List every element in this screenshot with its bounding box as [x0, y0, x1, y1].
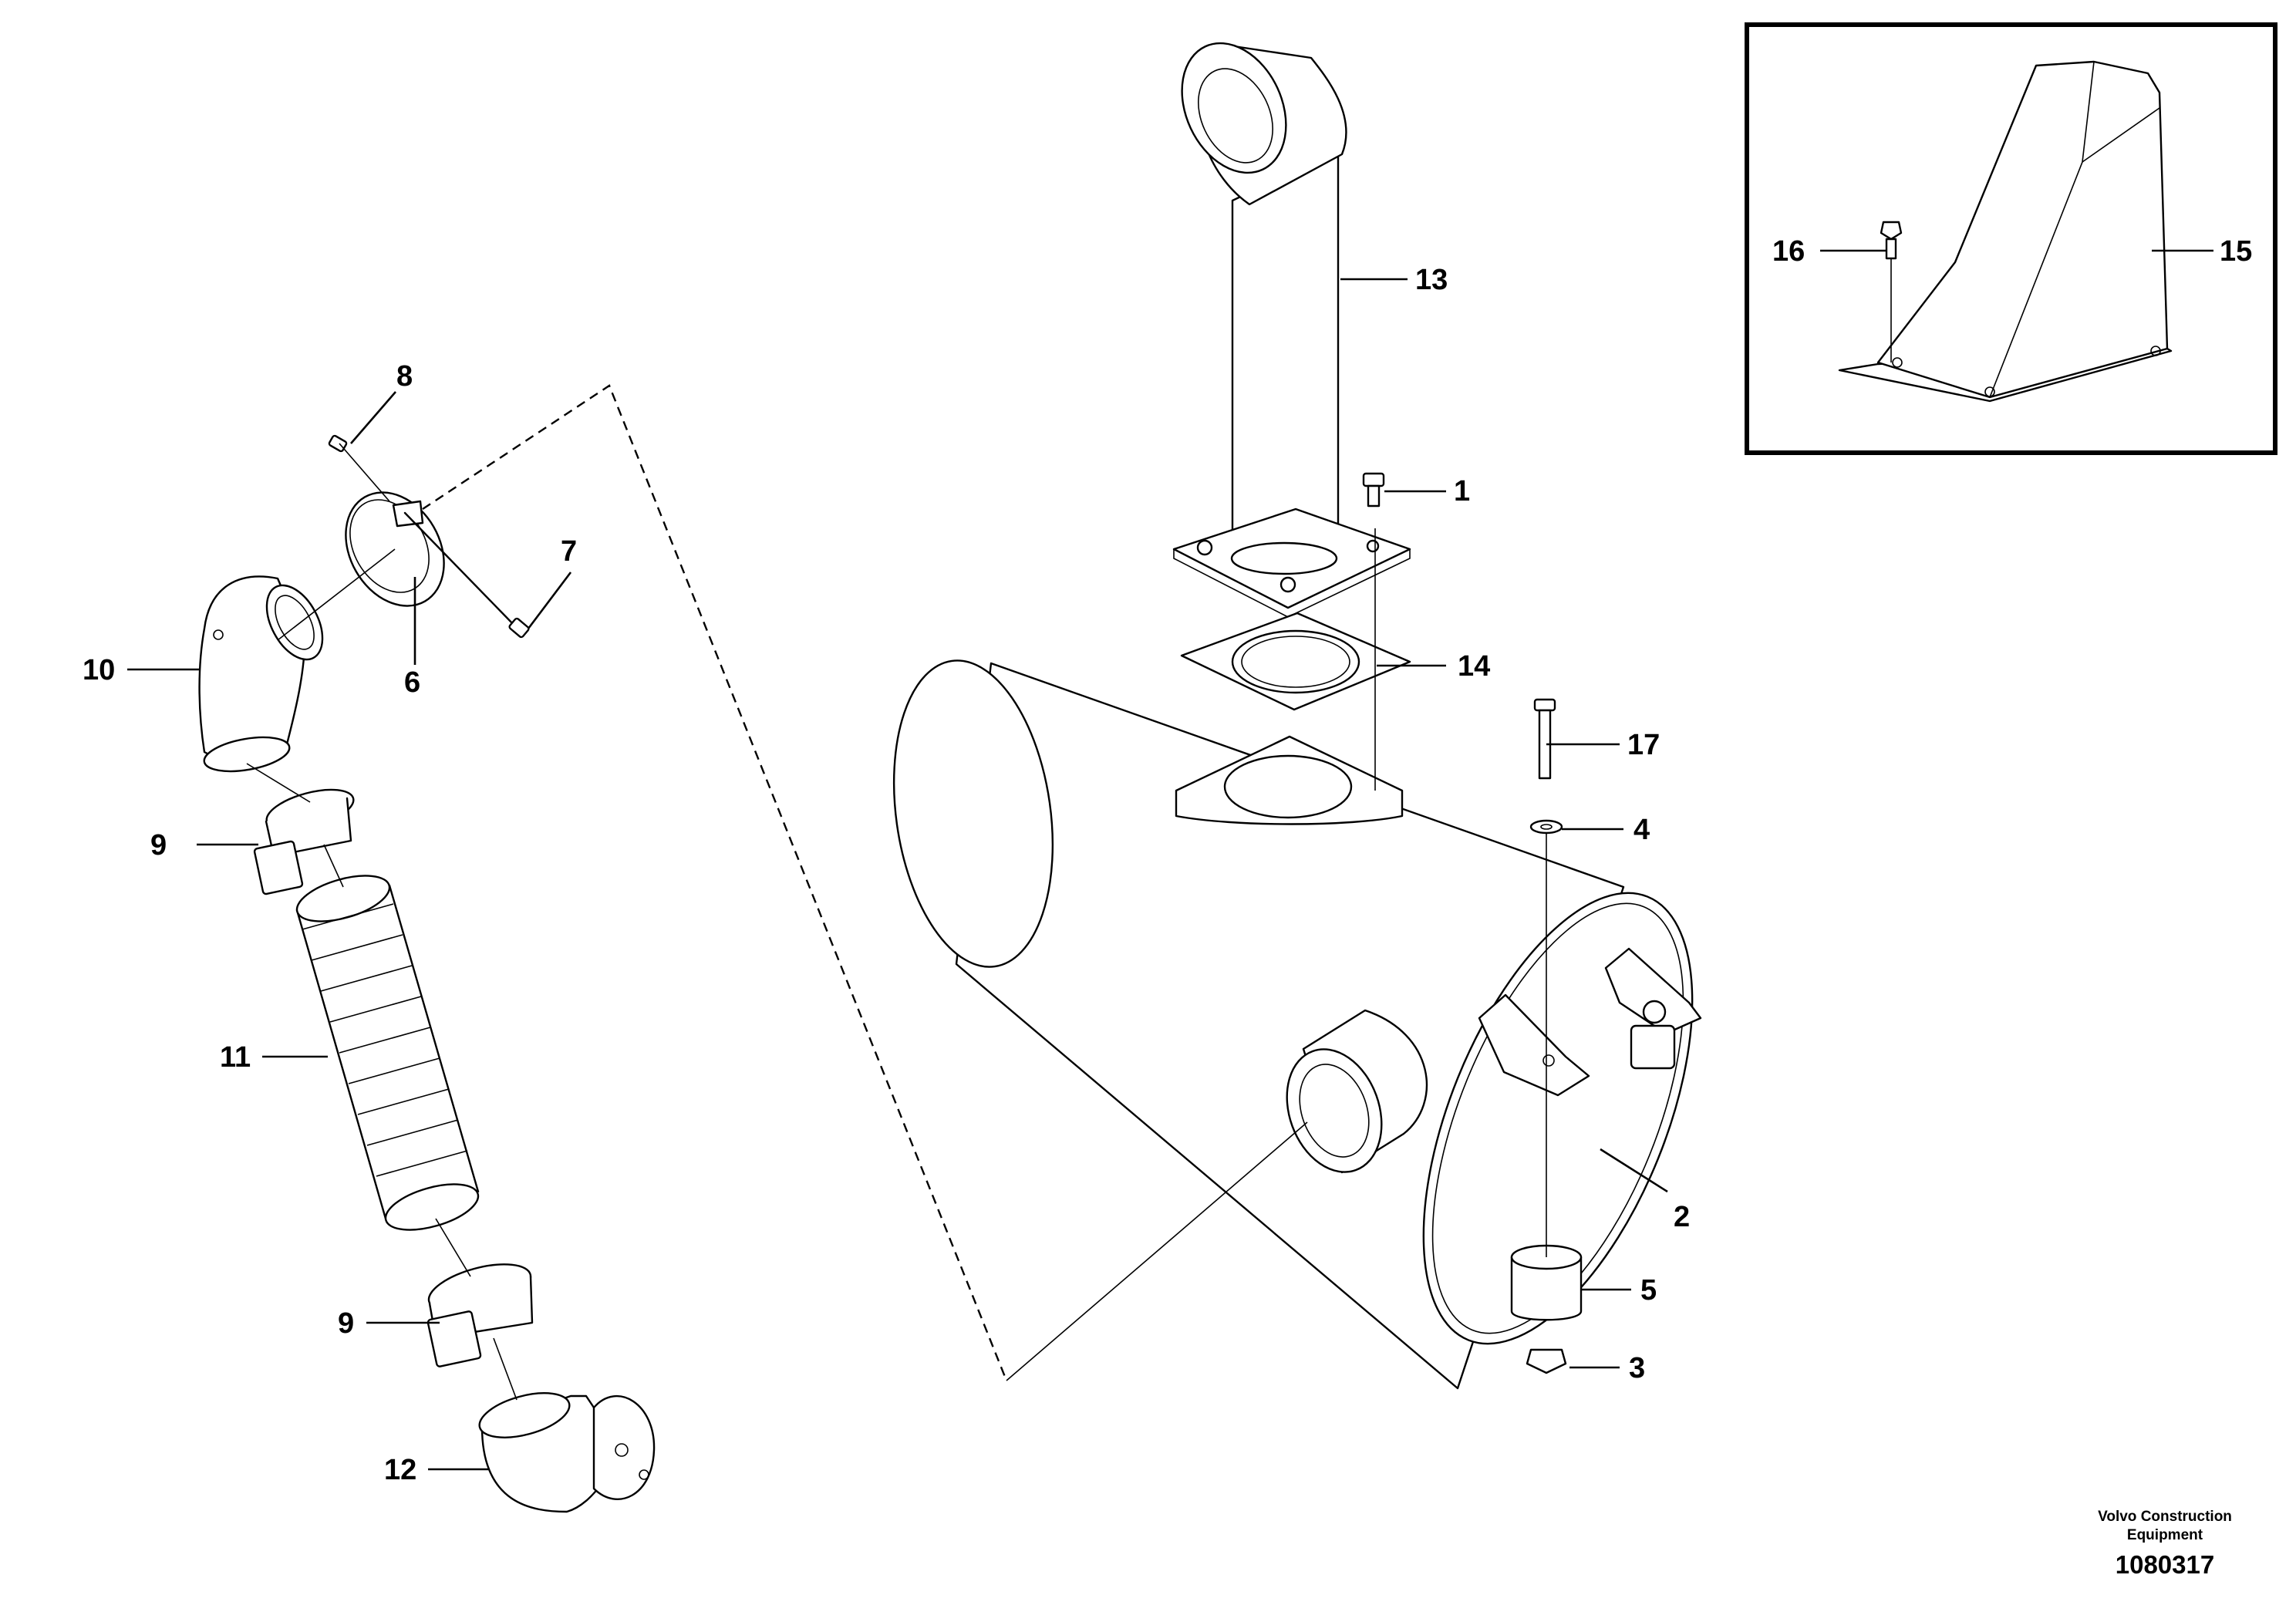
- callout-7: 7: [561, 535, 577, 568]
- clamp-ring-assembly: [328, 434, 530, 639]
- cover-screw: [1880, 221, 1903, 363]
- callout-labels: 1 2 3 4 5 6 7 8 9 9 10 11 12 13 14 15 16…: [83, 235, 2252, 1486]
- company-name-line2: Equipment: [2127, 1527, 2203, 1543]
- callout-6: 6: [404, 666, 420, 699]
- cover-hole-icon: [2150, 346, 2161, 356]
- callout-8: 8: [396, 360, 413, 393]
- callout-15: 15: [2220, 235, 2252, 268]
- flange-bolt-icon: [1196, 539, 1213, 556]
- flexible-exhaust-hose: [295, 875, 480, 1231]
- callout-13: 13: [1415, 264, 1448, 296]
- callout-5: 5: [1640, 1274, 1657, 1307]
- callout-3: 3: [1629, 1352, 1645, 1384]
- callout-1: 1: [1454, 475, 1470, 508]
- lower-elbow-pipe: [478, 1392, 656, 1513]
- callout-9-lower: 9: [338, 1307, 354, 1340]
- nut-icon: [1526, 1348, 1567, 1374]
- assembly-connectors: [246, 443, 1547, 1401]
- exhaust-gasket: [1180, 612, 1411, 711]
- document-footer: Volvo Construction Equipment 1080317: [2098, 1509, 2232, 1579]
- callout-12: 12: [384, 1454, 416, 1486]
- callout-4: 4: [1633, 814, 1650, 846]
- upper-elbow-pipe: [198, 575, 324, 773]
- assembly-group-outline: [422, 384, 1008, 1381]
- long-bolt-head-icon: [1533, 698, 1556, 712]
- mount-bolt-icon: [1642, 1000, 1667, 1024]
- flange-hole-icon: [1366, 539, 1380, 553]
- washer-icon: [1529, 819, 1563, 835]
- flange-bolt-icon: [1279, 576, 1296, 593]
- callout-9-upper: 9: [150, 829, 167, 862]
- callout-10: 10: [83, 654, 115, 686]
- bolt-head-icon: [508, 617, 530, 639]
- cover-hole-icon: [1892, 357, 1903, 368]
- callout-14: 14: [1458, 650, 1490, 683]
- callout-17: 17: [1627, 729, 1660, 761]
- callout-11: 11: [220, 1041, 251, 1074]
- cover-hole-icon: [1984, 386, 1995, 397]
- flange-bolt: [1362, 472, 1385, 508]
- callout-leaders: [127, 249, 2213, 1471]
- document-number: 1080317: [2116, 1550, 2214, 1579]
- flange-hole-icon: [615, 1443, 629, 1457]
- hose-corrugation: [302, 903, 468, 1177]
- company-name-line1: Volvo Construction: [2098, 1509, 2232, 1525]
- lower-band-clamp: [426, 1263, 534, 1367]
- callout-2: 2: [1674, 1201, 1690, 1233]
- mount-hole-icon: [1542, 1054, 1555, 1067]
- exhaust-stack-pipe: [1172, 42, 1411, 618]
- elbow-port-icon: [213, 629, 224, 640]
- callout-16: 16: [1772, 235, 1805, 268]
- inset-detail-box: [1745, 22, 2277, 455]
- upper-band-clamp: [253, 788, 355, 895]
- mount-hardware: [1510, 698, 1583, 1374]
- flange-hole-icon: [639, 1469, 649, 1480]
- rubber-mount-icon: [1510, 1256, 1583, 1321]
- muffler: [892, 659, 1702, 1390]
- exhaust-guard-cover: [1838, 60, 2173, 403]
